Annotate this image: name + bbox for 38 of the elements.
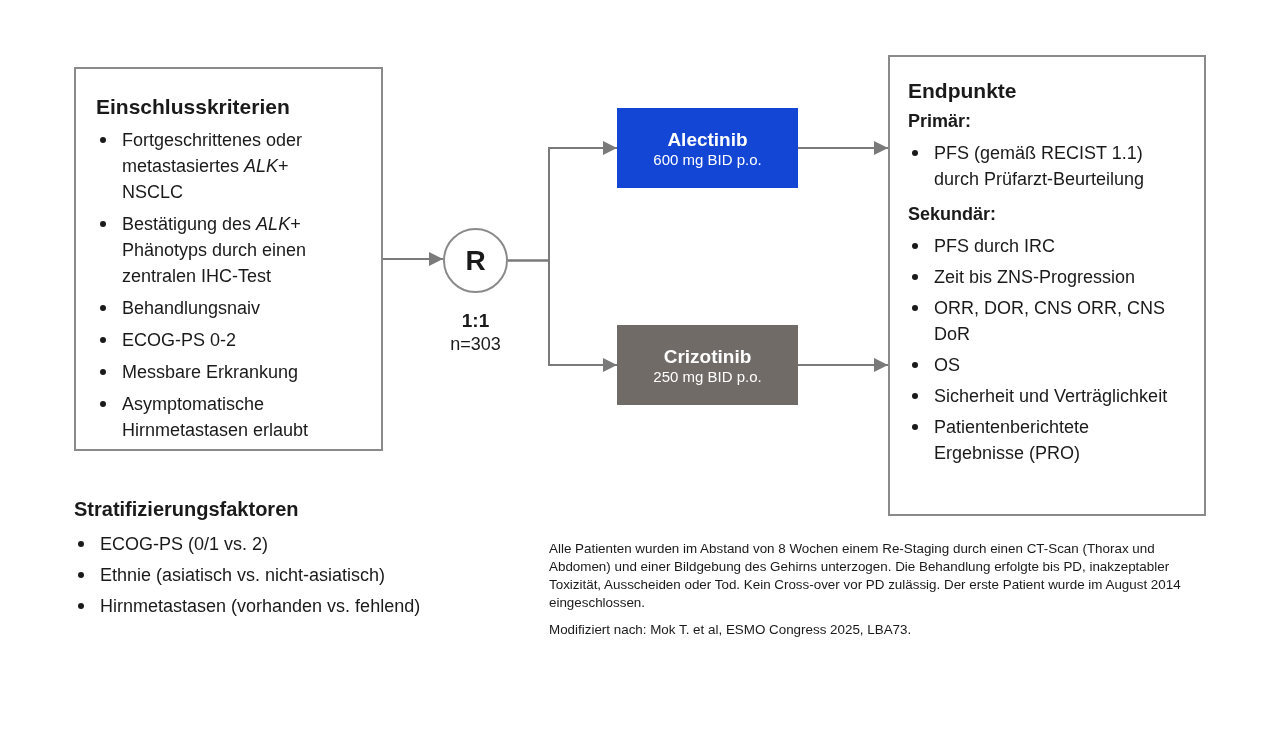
footnote-text: Alle Patienten wurden im Abstand von 8 Wochen einem Re-Staging durch einen CT-Scan (Thorax und Abdomen) und einer Bildgebung des Gehirns unterzogen. Die Behandlung erfolgte bis PD, inakzeptabler Toxizität, Ausscheiden oder Tod. Kein Cross-over vor PD zulässig. Der erste Patient wurde im August 2014 eingeschlossen. (549, 541, 1181, 610)
section-heading: Stratifizierungsfaktoren (74, 498, 299, 520)
bullet-item: Hirnmetastasen (vorhanden vs. fehlend) (100, 596, 421, 616)
criteria-panel (74, 67, 383, 451)
bullet-item: Bestätigung des ALK+ Phänotyps durch einen zentralen IHC-Test (122, 214, 307, 286)
bullet-item: OS (934, 355, 960, 375)
ratio-label: 1:1 (460, 310, 491, 332)
drug-name: Alectinib (667, 128, 748, 151)
sample-size-label: n=303 (449, 334, 502, 355)
bullet-item: Ethnie (asiatisch vs. nicht-asiatisch) (100, 565, 386, 585)
bullet-item: ECOG-PS (0/1 vs. 2) (100, 534, 269, 554)
bullet-item: Behandlungsnaiv (122, 298, 261, 318)
bullet-item: Patientenberichtete Ergebnisse (PRO) (934, 417, 1090, 463)
bullet-item: Asymptomatische Hirnmetastasen erlaubt (122, 394, 309, 440)
circle-label: R (465, 244, 486, 277)
bullet-item: PFS (gemäß RECIST 1.1) durch Prüfarzt-Beurteilung (934, 143, 1145, 189)
dose-text: 600 mg BID p.o. (653, 150, 762, 168)
arrow (797, 141, 889, 155)
bullet-item: ORR, DOR, CNS ORR, CNS DoR (934, 298, 1165, 344)
arrow (797, 358, 889, 372)
bullet-item: ECOG-PS 0-2 (122, 330, 237, 350)
dose-text: 250 mg BID p.o. (653, 367, 762, 385)
bullet-item: Fortgeschrittenes oder metastasiertes ALK+ NSCLC (122, 130, 303, 202)
panel-heading: Einschlusskriterien (96, 95, 291, 119)
section-heading: Primär: (908, 111, 973, 132)
treatment-arm-box (617, 108, 798, 188)
bullet-item: Messbare Erkrankung (122, 362, 299, 382)
bullet-item: Zeit bis ZNS-Progression (934, 267, 1136, 287)
treatment-arm-box (617, 325, 798, 405)
citation-text: Modifiziert nach: Mok T. et al, ESMO Congress 2025, LBA73. (549, 622, 912, 637)
drug-name: Crizotinib (663, 345, 752, 368)
arrow (382, 252, 444, 266)
bullet-item: PFS durch IRC (934, 236, 1056, 256)
bullet-item: Sicherheit und Verträglichkeit (934, 386, 1168, 406)
panel-heading: Endpunkte (908, 79, 1018, 103)
section-heading: Sekundär: (908, 204, 998, 225)
arrow (507, 259, 618, 372)
criteria-panel (888, 55, 1206, 516)
